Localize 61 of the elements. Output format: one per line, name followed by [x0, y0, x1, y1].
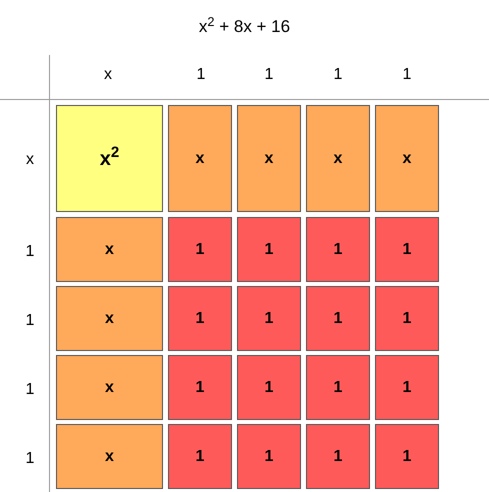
tile-label: 1 [264, 378, 274, 398]
header-label: x [26, 152, 34, 168]
tile-label: x [105, 240, 114, 260]
algebra-tile [375, 286, 439, 351]
algebra-tile [168, 286, 232, 351]
header-label: 1 [196, 67, 206, 83]
algebra-tile [375, 105, 439, 212]
tile-label: 1 [264, 446, 274, 466]
tile-label: x [334, 148, 342, 168]
tile-label: 1 [402, 308, 412, 328]
algebra-tile [237, 355, 301, 420]
tile-label: x [105, 308, 114, 328]
algebra-tile [56, 105, 163, 212]
header-label: x [104, 67, 112, 83]
algebra-tile [168, 424, 232, 489]
algebra-tile [237, 105, 301, 212]
header-label: 1 [26, 382, 34, 398]
tile-label: 1 [196, 240, 204, 260]
algebra-tile [375, 217, 439, 282]
tile-label: 1 [264, 240, 274, 260]
tile-label: x [105, 378, 114, 398]
tile-label: x [402, 148, 412, 168]
tile-label: x$^{2}$ [100, 144, 120, 172]
tile-label: 1 [334, 308, 342, 328]
algebra-tile [56, 355, 163, 420]
tile-label: 1 [402, 240, 412, 260]
algebra-tile [375, 355, 439, 420]
algebra-tile [168, 105, 232, 212]
header-label: 1 [26, 313, 34, 329]
header-label: 1 [402, 67, 412, 83]
tile-label: 1 [196, 378, 204, 398]
tile-label: 1 [334, 446, 342, 466]
tile-label: 1 [196, 308, 204, 328]
algebra-tile [306, 217, 370, 282]
tile-label: 1 [402, 446, 412, 466]
header-label: 1 [264, 67, 274, 83]
algebra-tile [306, 105, 370, 212]
algebra-tile [237, 217, 301, 282]
tile-label: 1 [196, 446, 204, 466]
tile-label: 1 [264, 308, 274, 328]
algebra-tile [306, 424, 370, 489]
tile-label: 1 [334, 378, 342, 398]
algebra-tile [306, 355, 370, 420]
tile-label: x [196, 148, 204, 168]
tile-label: x [105, 446, 114, 466]
algebra-tile [56, 217, 163, 282]
algebra-tile [56, 286, 163, 351]
algebra-tile [306, 286, 370, 351]
header-label: 1 [26, 451, 34, 467]
tile-label: x [264, 148, 274, 168]
title: x$^{2}$ + 8x + 16 [198, 14, 290, 38]
algebra-tile [375, 424, 439, 489]
algebra-tile [168, 217, 232, 282]
tile-label: 1 [334, 240, 342, 260]
tile-label: 1 [402, 378, 412, 398]
algebra-tile [237, 424, 301, 489]
header-label: 1 [334, 67, 342, 83]
algebra-tile [168, 355, 232, 420]
header-label: 1 [26, 244, 34, 260]
algebra-tile [237, 286, 301, 351]
algebra-tile [56, 424, 163, 489]
